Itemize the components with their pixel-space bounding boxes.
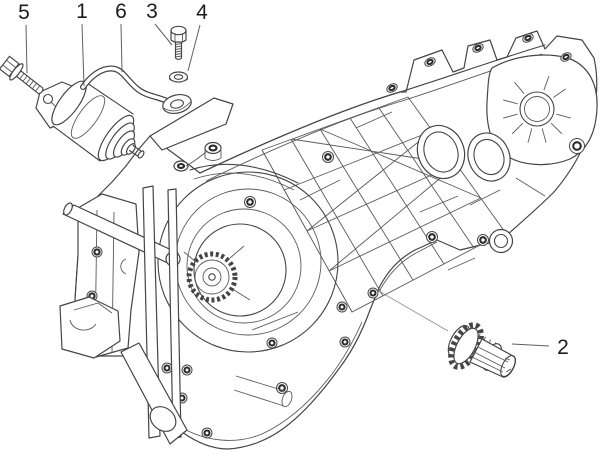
callout-3: 3	[146, 0, 173, 46]
callout-4: 4	[187, 1, 208, 72]
bearing-bore-left	[416, 124, 466, 180]
bearing-bore-right	[467, 132, 511, 182]
callout-6-leader	[120, 23, 123, 73]
callout-4-label: 4	[196, 1, 208, 24]
callout-6: 6	[115, 0, 127, 73]
chamber-arch	[189, 163, 299, 184]
motor-shaft	[128, 144, 145, 159]
front-struts	[120, 185, 188, 445]
callout-2-leader	[511, 343, 550, 347]
bracket-foot	[59, 296, 121, 359]
callout-3-label: 3	[146, 0, 158, 23]
rib-web	[262, 107, 482, 312]
ring-terminal	[162, 93, 192, 115]
callout-1-label: 1	[76, 0, 88, 23]
screw-illustration	[170, 25, 187, 61]
washer-illustration	[168, 71, 189, 83]
chamber-arch-inner	[193, 172, 295, 191]
callout-2-label: 2	[557, 336, 569, 359]
skirt-inner-line	[185, 321, 363, 441]
callout-3-leader	[154, 23, 173, 46]
starter-motor-illustration	[35, 80, 145, 162]
callout-5: 5	[18, 1, 30, 74]
cylinder-flange	[486, 54, 598, 166]
cooling-fins	[503, 75, 571, 143]
starter-cable-illustration	[80, 65, 192, 115]
gasket-rim-line	[199, 44, 546, 174]
callout-5-leader	[25, 24, 28, 74]
crankcase-illustration	[59, 30, 598, 450]
starter-pinion-gear-illustration	[447, 322, 516, 378]
callout-2: 2	[511, 336, 569, 359]
top-lug-holes	[386, 33, 572, 93]
callout-1: 1	[76, 0, 88, 87]
casting-detail-lines	[233, 111, 546, 408]
starter-mount-spur	[149, 97, 234, 172]
callout-4-leader	[187, 24, 201, 72]
cable-eyelet	[488, 228, 514, 254]
callout-5-label: 5	[18, 1, 30, 24]
lower-edge-inner-line	[379, 241, 438, 291]
callouts: 5 1 6 3 4 2	[18, 0, 569, 359]
crankcase-outline	[74, 30, 598, 450]
callout-1-leader	[81, 23, 85, 87]
callout-6-label: 6	[115, 0, 127, 23]
bolt-illustration	[0, 55, 44, 95]
